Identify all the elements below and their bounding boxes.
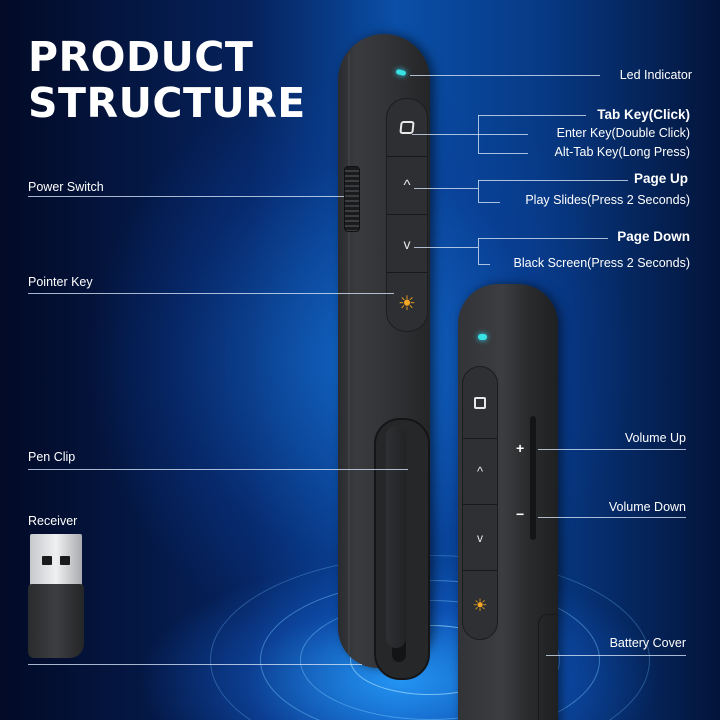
alttab-callout-branch: [478, 153, 528, 154]
chevron-down-icon: v: [477, 530, 483, 545]
pen-clip: [374, 418, 430, 680]
chevron-up-icon: ^: [403, 177, 411, 194]
volume-plus-icon: +: [516, 440, 525, 456]
label-receiver: Receiver: [28, 514, 78, 528]
pageup-callout-bracket: [478, 180, 479, 202]
button-panel-2: ^ v ☀: [462, 366, 498, 640]
tab-key-button[interactable]: [387, 99, 427, 157]
label-black-screen: Black Screen(Press 2 Seconds): [513, 256, 690, 270]
label-led-indicator: Led Indicator: [619, 68, 692, 82]
receiver-body: [28, 584, 84, 658]
tab-callout-branch: [478, 115, 586, 116]
pointer-callout-line: [28, 293, 394, 294]
pen-clip-callout-line: [28, 469, 408, 470]
usb-connector: [30, 534, 82, 586]
label-battery-cover: Battery Cover: [609, 636, 686, 650]
label-enter-key: Enter Key(Double Click): [556, 126, 690, 140]
volume-minus-icon: −: [516, 506, 525, 522]
label-power-switch: Power Switch: [28, 180, 104, 194]
page-title: PRODUCT STRUCTURE: [28, 34, 306, 126]
page-up-button-2[interactable]: ^: [463, 439, 497, 505]
blackscreen-callout-branch: [478, 264, 490, 265]
power-switch[interactable]: [344, 166, 360, 232]
square-icon: [399, 121, 415, 134]
label-play-slides: Play Slides(Press 2 Seconds): [525, 193, 690, 207]
volume-up-callout-line: [538, 449, 686, 450]
presenter-main: ^ v ☀: [338, 34, 430, 680]
led-callout-line: [410, 75, 600, 76]
playslides-callout-branch: [478, 202, 500, 203]
pageup-callout-branch: [478, 180, 628, 181]
chevron-down-icon: v: [403, 235, 411, 252]
volume-down-callout-line: [538, 517, 686, 518]
label-volume-up: Volume Up: [624, 431, 686, 445]
enter-callout-branch: [478, 134, 528, 135]
square-icon: [474, 396, 486, 409]
label-page-down: Page Down: [617, 229, 690, 244]
tab-key-button-2[interactable]: [463, 367, 497, 439]
title-line-1: PRODUCT: [28, 33, 254, 81]
presenter-side-view: ^ v ☀ + −: [458, 284, 558, 720]
page-down-button[interactable]: v: [387, 215, 427, 273]
sun-pointer-icon: ☀: [472, 596, 488, 615]
title-line-2: STRUCTURE: [28, 79, 306, 127]
pagedown-callout-branch: [478, 238, 608, 239]
receiver-callout-line: [28, 664, 362, 665]
pagedown-callout-bracket: [478, 238, 479, 264]
device-edge: [348, 54, 350, 654]
page-up-button[interactable]: ^: [387, 157, 427, 215]
battery-callout-line: [546, 655, 686, 656]
sun-pointer-icon: ☀: [398, 292, 416, 315]
usb-receiver: [28, 534, 84, 658]
label-tab-key: Tab Key(Click): [597, 107, 690, 122]
page-down-button-2[interactable]: v: [463, 505, 497, 571]
chevron-up-icon: ^: [476, 464, 484, 479]
clip-blade: [386, 426, 406, 648]
power-switch-callout-line: [28, 196, 344, 197]
led-indicator-light: [395, 68, 407, 77]
label-alt-tab-key: Alt-Tab Key(Long Press): [554, 145, 690, 159]
label-pen-clip: Pen Clip: [28, 450, 76, 464]
usb-pin-slot: [60, 556, 70, 565]
pageup-callout-line: [414, 188, 478, 189]
volume-rocker[interactable]: [530, 416, 536, 540]
pointer-key-button[interactable]: ☀: [387, 273, 427, 331]
battery-cover[interactable]: [538, 614, 558, 720]
tab-callout-line: [412, 134, 478, 135]
label-page-up: Page Up: [633, 171, 688, 186]
label-pointer-key: Pointer Key: [28, 275, 93, 289]
usb-pin-slot: [42, 556, 52, 565]
label-volume-down: Volume Down: [608, 500, 686, 514]
pagedown-callout-line: [414, 247, 478, 248]
pointer-key-button-2[interactable]: ☀: [463, 571, 497, 639]
led-indicator-light-2: [478, 334, 487, 340]
